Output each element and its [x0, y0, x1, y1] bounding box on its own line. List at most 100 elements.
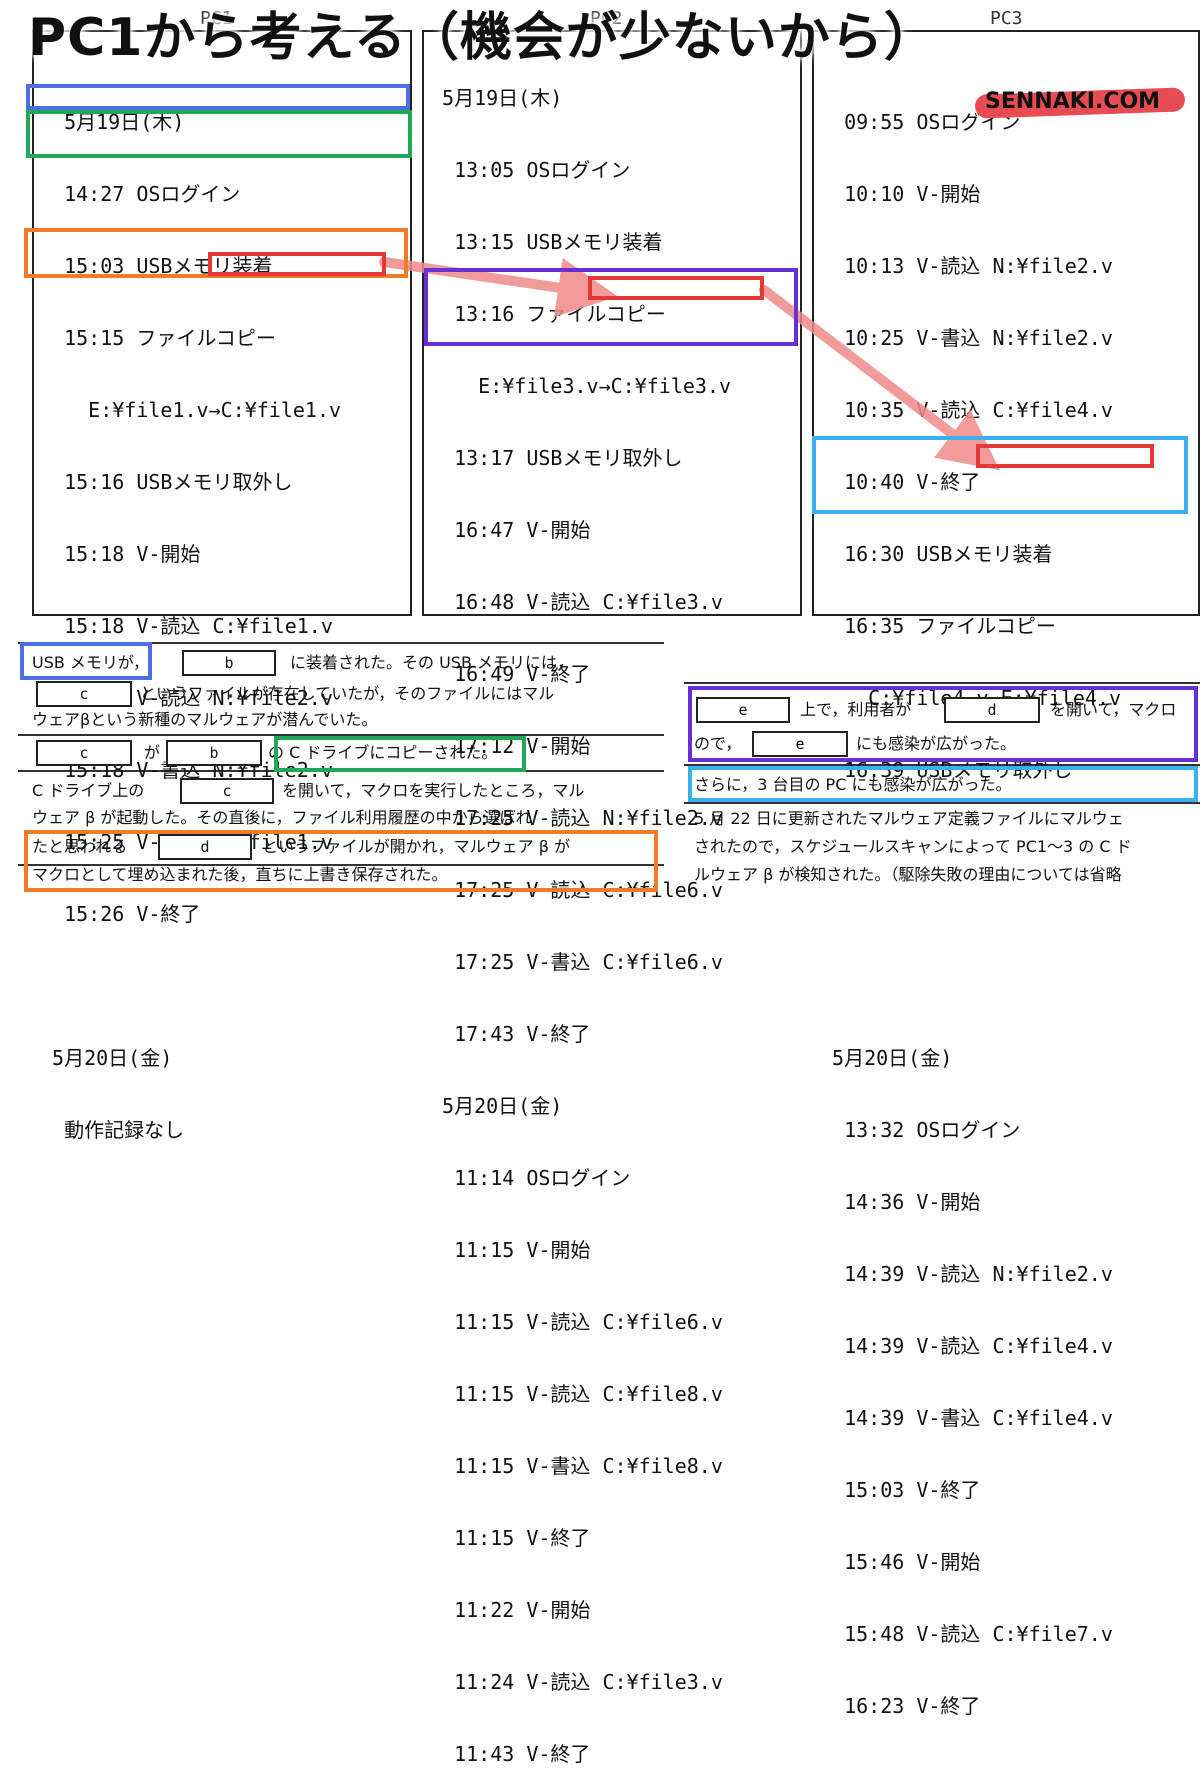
- right-row5-text: されたので，スケジュールスキャンによって PC1～3 の C ド: [694, 837, 1132, 856]
- log-line: 15:18 V-開始: [40, 542, 201, 566]
- log-line: 11:15 V-開始: [430, 1238, 591, 1262]
- pc3-log-panel: [812, 30, 1200, 616]
- highlight-pc3-infection: [812, 436, 1188, 514]
- watermark-text: SENNAKI.COM: [985, 89, 1161, 114]
- highlight-macro-embed: [24, 830, 658, 892]
- log-line: 11:15 V-読込 C:¥file6.v: [430, 1310, 723, 1334]
- table-rule: [18, 864, 664, 866]
- log-line: 5月19日(木): [40, 110, 185, 134]
- log-line: 14:36 V-開始: [820, 1190, 981, 1214]
- log-line: 13:05 OSログイン: [430, 158, 631, 182]
- table-rule: [684, 764, 1200, 766]
- log-line: 14:39 V-書込 C:¥file4.v: [820, 1406, 1113, 1430]
- table-rule: [684, 802, 1200, 804]
- left-row8-text: マクロとして埋め込まれた後，直ちに上書き保存された。: [32, 865, 448, 884]
- left-row7-text: というファイルが開かれ，マルウェア β が: [262, 837, 571, 856]
- right-row2-text: にも感染が広がった。: [856, 734, 1017, 753]
- log-line: 17:43 V-終了: [430, 1022, 591, 1046]
- log-line: 14:39 V-読込 N:¥file2.v: [820, 1262, 1113, 1286]
- log-line: 11:24 V-読込 C:¥file3.v: [430, 1670, 723, 1694]
- right-row6-text: ルウェア β が検知された。（駆除失敗の理由については省略: [694, 865, 1122, 884]
- log-line: 15:18 V-読込 C:¥file1.v: [40, 614, 333, 638]
- log-line: 11:22 V-開始: [430, 1598, 591, 1622]
- log-line: 16:35 ファイルコピー: [820, 614, 1056, 638]
- log-line: 5月20日(金): [820, 1046, 953, 1070]
- log-line: 17:25 V-読込 N:¥file2.v: [430, 806, 723, 830]
- log-line: 14:27 OSログイン: [40, 182, 241, 206]
- log-line: 11:43 V-終了: [430, 1742, 591, 1766]
- log-line: [40, 974, 341, 998]
- blank-d: d: [158, 834, 252, 860]
- highlight-pc1-macro-write: [24, 228, 408, 278]
- log-line: 5月20日(金): [430, 1094, 563, 1118]
- highlight-file-copy: [26, 110, 412, 158]
- right-row1-text: 上で，利用者が: [800, 700, 912, 719]
- log-line: 09:55 OSログイン: [820, 110, 1021, 134]
- left-row1-text: USB メモリが，: [32, 653, 149, 672]
- log-line: 15:03 V-終了: [820, 1478, 981, 1502]
- log-line: 13:32 OSログイン: [820, 1118, 1021, 1142]
- log-line: [820, 902, 1121, 926]
- pc2-header: PC2: [590, 8, 623, 29]
- highlight-spread-pc2: [688, 686, 1198, 762]
- log-line: E:¥file3.v→C:¥file3.v: [430, 374, 732, 398]
- log-line: 11:15 V-書込 C:¥file8.v: [430, 1454, 723, 1478]
- blank-d: d: [944, 697, 1040, 723]
- log-line: 13:17 USBメモリ取外し: [430, 446, 683, 470]
- arrow-pc1-to-pc2: [379, 257, 618, 318]
- log-line: 15:16 USBメモリ取外し: [40, 470, 293, 494]
- table-rule: [18, 642, 664, 644]
- left-row2-text: というファイルが存在していたが，そのファイルにはマル: [140, 684, 555, 703]
- blank-c: c: [36, 681, 132, 707]
- log-line: 15:15 ファイルコピー: [40, 326, 276, 350]
- log-line: 16:49 V-終了: [430, 662, 591, 686]
- log-line: 16:47 V-開始: [430, 518, 591, 542]
- left-row1-text: に装着された。その USB メモリには，: [290, 653, 574, 672]
- site-watermark: SENNAKI.COM: [974, 85, 1195, 121]
- blank-c: c: [36, 740, 132, 766]
- blank-b: b: [182, 650, 276, 676]
- right-row2-text: ので，: [694, 734, 742, 753]
- log-line: 13:15 USBメモリ装着: [430, 230, 663, 254]
- left-row7-text: たと思われる: [32, 837, 128, 856]
- left-row4-text: が: [144, 743, 161, 762]
- log-line: 16:48 V-読込 C:¥file3.v: [430, 590, 723, 614]
- highlight-c-drive-copy: [274, 736, 526, 772]
- left-row5-text: を開いて，マクロを実行したところ，マル: [282, 781, 585, 800]
- highlight-usb-insert: [26, 84, 410, 110]
- infection-arrows: [379, 257, 1000, 471]
- log-line: 11:14 OSログイン: [430, 1166, 631, 1190]
- highlight-pc2-file2: [588, 276, 764, 300]
- log-line: [820, 974, 1121, 998]
- pc1-log-panel: [32, 30, 412, 616]
- table-rule: [18, 734, 664, 736]
- log-line: 動作記録なし: [40, 1118, 185, 1142]
- left-row5-text: C ドライブ上の: [32, 781, 145, 800]
- left-row6-text: ウェア β が起動した。その直後に，ファイル利用履歴の中から選ばれ: [32, 808, 532, 827]
- log-line: 10:10 V-開始: [820, 182, 981, 206]
- log-line: 17:25 V-書込 C:¥file6.v: [430, 950, 723, 974]
- right-row4-text: 5 月 22 日に更新されたマルウェア定義ファイルにマルウェ: [694, 809, 1124, 828]
- log-line: 10:40 V-終了: [820, 470, 981, 494]
- right-row1-text: を開いて，マクロ: [1050, 700, 1177, 719]
- log-line: 5月19日(木): [430, 86, 563, 110]
- log-line: 15:48 V-読込 C:¥file7.v: [820, 1622, 1113, 1646]
- highlight-spread-pc3: [688, 766, 1198, 802]
- pc2-log-panel: [422, 30, 802, 616]
- highlight-pc1-file2: [208, 252, 386, 276]
- log-line: 10:25 V-書込 N:¥file2.v: [820, 326, 1113, 350]
- page-title: PC1から考える（機会が少ないから）: [28, 8, 937, 68]
- blank-b: b: [166, 740, 262, 766]
- log-line: 5月20日(金): [40, 1046, 173, 1070]
- log-line: 15:26 V-終了: [40, 902, 201, 926]
- pc3-header: PC3: [990, 8, 1023, 29]
- log-line: 10:13 V-読込 N:¥file2.v: [820, 254, 1113, 278]
- blank-c: c: [180, 778, 274, 804]
- log-line: 14:39 V-読込 C:¥file4.v: [820, 1334, 1113, 1358]
- arrow-pc2-to-pc3: [759, 285, 1000, 471]
- log-line: 16:30 USBメモリ装着: [820, 542, 1053, 566]
- left-row3-text: ウェアβという新種のマルウェアが潜んでいた。: [32, 710, 378, 729]
- right-row3-text: さらに，3 台目の PC にも感染が広がった。: [694, 775, 1012, 794]
- highlight-usb-memory: [20, 642, 152, 680]
- log-line: E:¥file1.v→C:¥file1.v: [40, 398, 342, 422]
